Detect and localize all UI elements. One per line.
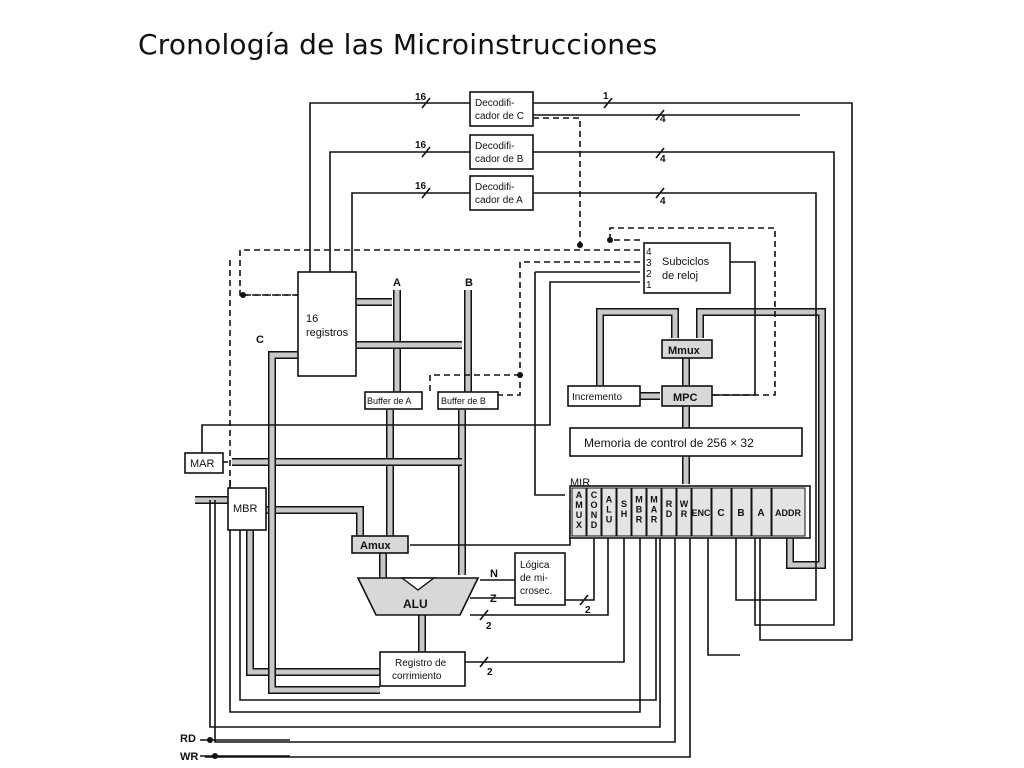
svg-text:16: 16 [415,92,427,103]
svg-text:Decodifi-: Decodifi- [475,98,514,109]
mir-field-label: C [717,508,724,519]
mpc-box: MPC [661,385,713,407]
svg-text:cador de A: cador de A [475,195,523,206]
svg-text:4: 4 [660,154,666,165]
svg-text:cador de B: cador de B [475,154,524,165]
logica-box: Lógica de mi- crosec. [514,552,566,606]
svg-text:2: 2 [585,605,591,616]
mir-field-b [731,487,752,537]
mir-field-label: ENC [691,508,711,518]
svg-text:crosec.: crosec. [520,586,552,597]
mir-field-wr [676,487,692,537]
amux-box: Amux [351,535,409,554]
svg-text:2: 2 [646,269,652,280]
svg-text:1: 1 [646,280,652,291]
mir-field-label: B [737,508,744,519]
wr-label: WR [180,751,198,763]
decoder-b: Decodifi- cador de B [469,134,534,170]
subciclos-box: Subciclos de reloj 4 3 2 1 [643,242,731,294]
control-memory-box: Memoria de control de 256 × 32 [569,427,803,457]
mir-field-mbr [631,487,647,537]
svg-text:corrimiento: corrimiento [392,671,442,682]
bus-c-label: C [256,334,264,346]
mir-field-addr [771,487,806,537]
z-flag-label: Z [490,593,497,605]
svg-text:Mmux: Mmux [668,345,701,357]
data-buses [195,290,826,694]
svg-text:2: 2 [487,667,493,678]
svg-text:4: 4 [646,247,652,258]
svg-text:16: 16 [415,140,427,151]
svg-text:16: 16 [306,313,318,325]
alu-shape: ALU [356,577,480,616]
svg-text:MPC: MPC [673,392,698,404]
svg-text:4: 4 [660,114,666,125]
svg-text:de reloj: de reloj [662,270,698,282]
svg-text:1: 1 [603,91,609,102]
svg-text:de mi-: de mi- [520,573,548,584]
svg-text:4: 4 [660,196,666,207]
shifter-box: Registro de corrimiento [379,651,466,687]
svg-text:ALU: ALU [403,597,428,611]
mir-field-label: A [757,508,764,519]
clock-lines [229,117,776,500]
buffer-b-box: Buffer de B [437,391,499,410]
svg-text:MAR: MAR [190,458,215,470]
svg-text:cador de C: cador de C [475,111,524,122]
svg-text:registros: registros [306,327,349,339]
svg-text:Decodifi-: Decodifi- [475,182,514,193]
svg-text:16: 16 [415,181,427,192]
junction-dots [207,237,613,759]
buffer-a-box: Buffer de A [364,391,423,410]
svg-text:Decodifi-: Decodifi- [475,141,514,152]
svg-text:Memoria de control de 256 × 32: Memoria de control de 256 × 32 [584,436,754,450]
svg-text:Incremento: Incremento [572,392,622,403]
decoder-a: Decodifi- cador de A [469,175,534,211]
rd-label: RD [180,733,196,745]
n-flag-label: N [490,568,498,580]
mir-field-mar [646,487,662,537]
registers-box: 16 registros [297,271,357,377]
svg-text:MBR: MBR [233,503,258,515]
incremento-box: Incremento [567,385,641,407]
svg-text:Buffer de A: Buffer de A [367,396,411,406]
mir-field-sh [616,487,632,537]
page-title: Cronología de las Microinstrucciones [138,28,658,61]
decoder-c: Decodifi- cador de C [469,91,534,127]
bus-a-label: A [393,277,401,289]
mir-field-label: ADDR [775,508,801,518]
mir-field-rd [661,487,677,537]
svg-text:2: 2 [486,621,492,632]
mir-field-a [751,487,772,537]
mar-box: MAR [184,452,224,474]
mir-field-alu [601,487,617,537]
mmux-box: Mmux [661,339,713,359]
svg-text:Lógica: Lógica [520,560,550,571]
mir-field-amux [571,487,587,537]
svg-text:Registro de: Registro de [395,658,447,669]
svg-text:Amux: Amux [360,540,391,552]
mir-field-enc [691,487,712,537]
mir-field-cond [586,487,602,537]
svg-text:3: 3 [646,258,652,269]
svg-text:Buffer de B: Buffer de B [441,396,486,406]
mbr-box: MBR [227,487,267,531]
svg-text:Subciclos: Subciclos [662,256,710,268]
bus-b-label: B [465,277,473,289]
mir-field-c [711,487,732,537]
diagram-labels: A B C N Z RD WR 16 16 16 1 4 4 4 2 2 2 [180,91,666,763]
